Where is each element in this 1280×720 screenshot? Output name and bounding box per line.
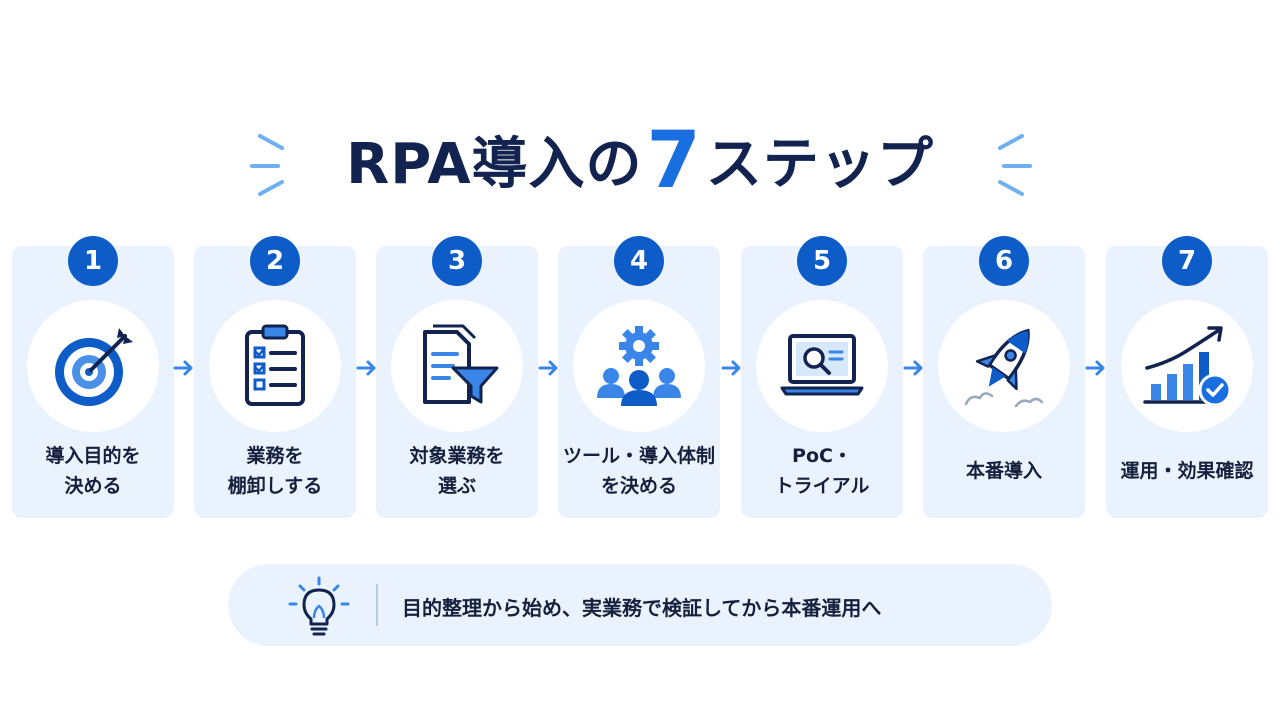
page-title: RPA導入の7ステップ xyxy=(346,112,934,206)
step-label-2: 業務を 棚卸しする xyxy=(227,444,323,497)
rocket-icon xyxy=(964,328,1044,408)
step-badge-1: 1 xyxy=(68,236,118,286)
step-icon-circle-5 xyxy=(756,300,888,432)
step-icon-circle-1 xyxy=(27,300,159,432)
step-label-4: ツール・導入体制 を決める xyxy=(562,444,715,497)
growth-chart-check-icon xyxy=(1143,326,1232,407)
step-label-6: 本番導入 xyxy=(965,459,1042,482)
step-badge-4: 4 xyxy=(614,236,664,286)
step-icon-circle-4 xyxy=(573,300,705,432)
step-badge-7: 7 xyxy=(1162,236,1212,286)
step-icon-circle-3 xyxy=(391,300,523,432)
step-label-3: 対象業務を 選ぶ xyxy=(409,444,505,497)
tip-divider xyxy=(376,584,378,626)
sparkle-lines-left-icon xyxy=(250,134,284,196)
tip-text: 目的整理から始め、実業務で検証してから本番運用へ xyxy=(402,595,882,620)
team-gear-icon xyxy=(597,326,681,406)
step-icon-circle-2 xyxy=(209,300,341,432)
step-label-1: 導入目的を 決める xyxy=(45,444,141,497)
sparkle-lines-right-icon xyxy=(998,134,1032,196)
step-badge-2: 2 xyxy=(250,236,300,286)
target-icon xyxy=(55,328,133,406)
step-label-7: 運用・効果確認 xyxy=(1120,459,1254,482)
laptop-search-icon xyxy=(780,334,864,396)
title-number: 7 xyxy=(646,116,702,206)
step-badge-6: 6 xyxy=(979,236,1029,286)
step-label-5: PoC・ トライアル xyxy=(774,444,870,497)
step-arrow-3 xyxy=(538,360,558,376)
title-bar: RPA導入の7ステップ xyxy=(0,112,1280,206)
step-icon-circle-7 xyxy=(1121,300,1253,432)
step-icon-circle-6 xyxy=(938,300,1070,432)
title-suffix: ステップ xyxy=(705,132,934,197)
step-arrow-5 xyxy=(903,360,923,376)
tip-banner xyxy=(228,564,1052,646)
document-filter-icon xyxy=(423,324,499,404)
step-arrow-1 xyxy=(173,360,193,376)
clipboard-checklist-icon xyxy=(245,324,305,406)
step-arrow-4 xyxy=(721,360,741,376)
step-arrow-6 xyxy=(1085,360,1105,376)
lightbulb-icon xyxy=(288,576,350,636)
title-prefix: RPA導入の xyxy=(346,132,643,197)
step-arrow-2 xyxy=(356,360,376,376)
step-badge-3: 3 xyxy=(432,236,482,286)
step-badge-5: 5 xyxy=(797,236,847,286)
